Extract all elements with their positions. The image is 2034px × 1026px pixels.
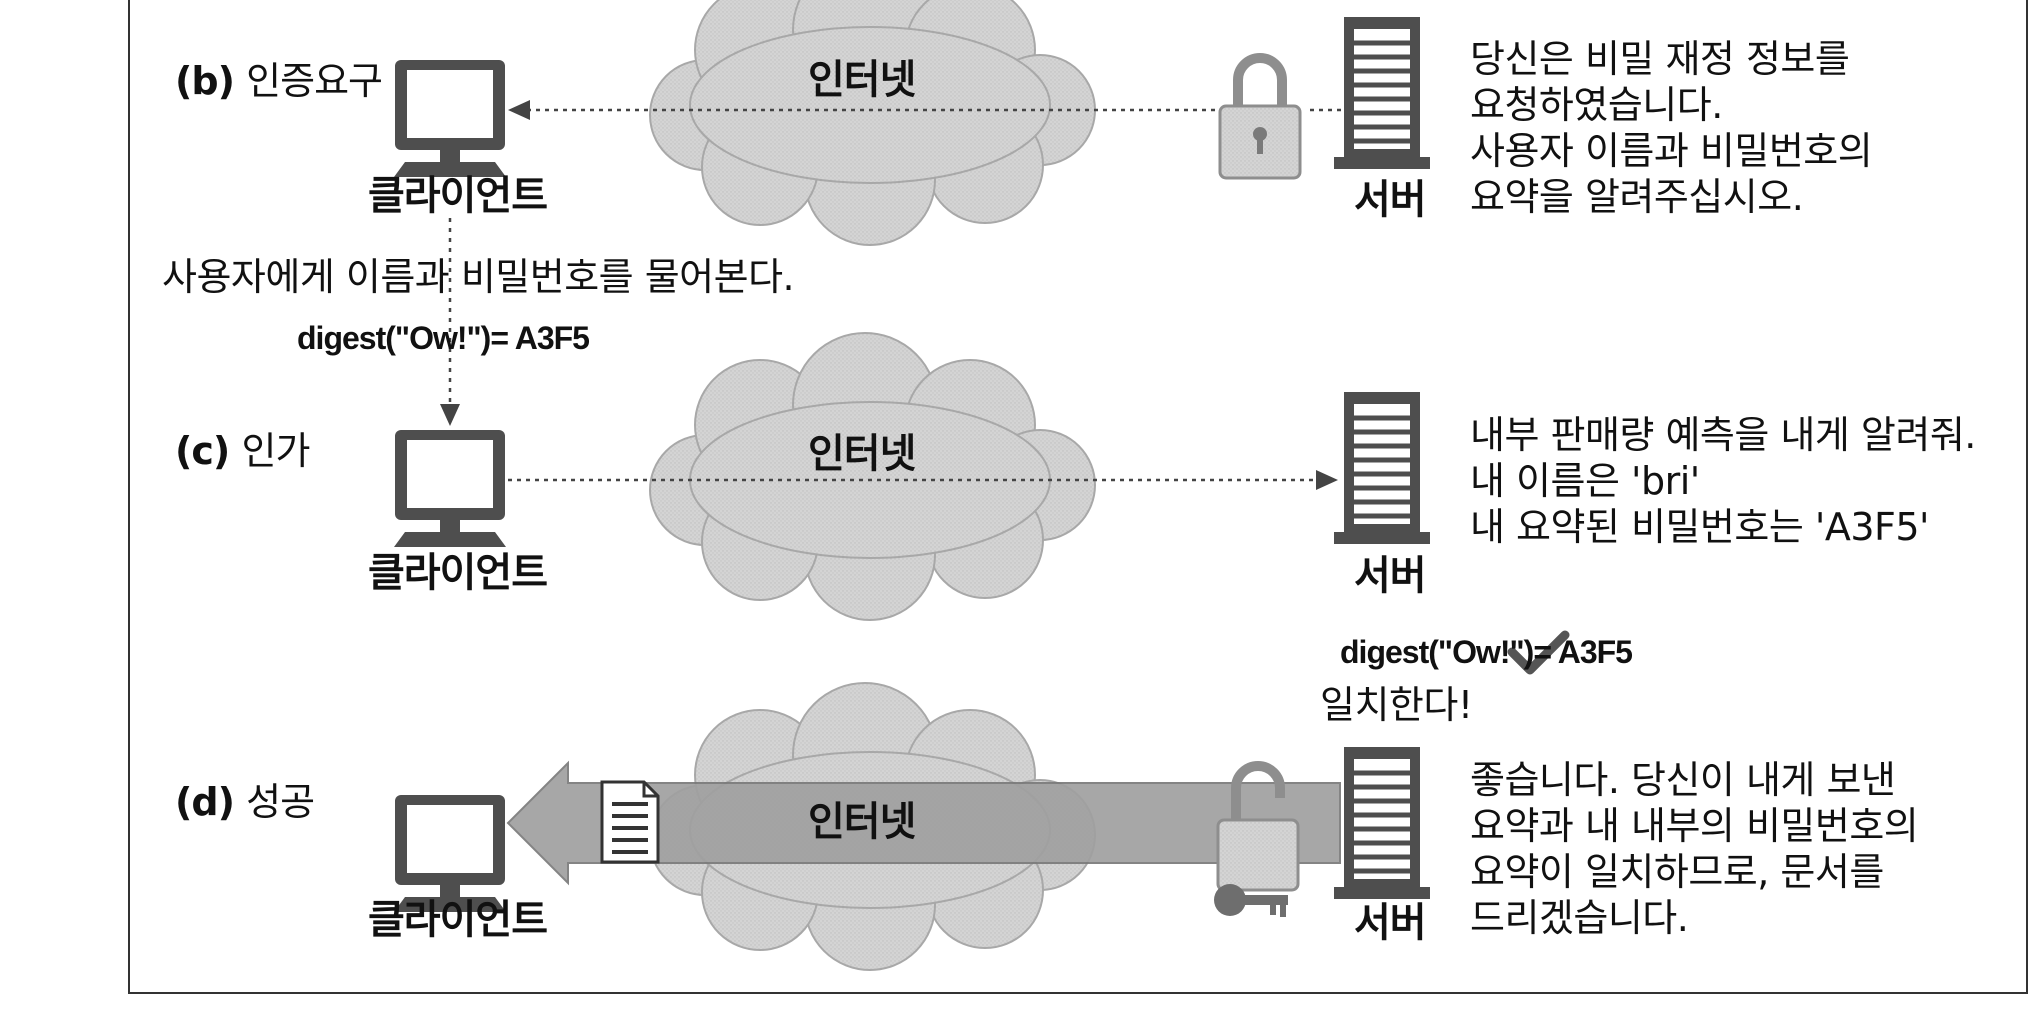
stage-d-label: 성공 <box>246 780 315 824</box>
server-message-b: 당신은 비밀 재정 정보를 요청하였습니다. 사용자 이름과 비밀번호의 요약을… <box>1470 37 1873 219</box>
stage-b-marker: (b) <box>175 59 235 103</box>
client-monitor-d <box>394 795 506 912</box>
arrowhead-c <box>1316 470 1338 490</box>
internet-label-b: 인터넷 <box>808 57 916 103</box>
stage-c: (c) 인가 <box>175 429 311 473</box>
match-note: 일치한다! <box>1320 683 1473 727</box>
client-monitor-b <box>394 60 506 177</box>
internet-label-d: 인터넷 <box>808 799 916 845</box>
client-label-b: 클라이언트 <box>368 173 548 219</box>
server-tower-b <box>1334 17 1430 169</box>
internet-label-c: 인터넷 <box>808 431 916 477</box>
client-monitor-c <box>394 430 506 547</box>
client-label-d: 클라이언트 <box>368 897 548 943</box>
server-digest: digest("Ow!")= A3F5 <box>1340 634 1633 670</box>
client-message-c: 내부 판매량 예측을 내게 알려줘. 내 이름은 'bri' 내 요약된 비밀번… <box>1470 413 1976 549</box>
arrowhead-b <box>508 100 530 120</box>
server-tower-c <box>1334 392 1430 544</box>
ask-user-note: 사용자에게 이름과 비밀번호를 물어본다. <box>162 255 795 299</box>
response-arrow-band <box>506 760 1341 886</box>
server-message-d: 좋습니다. 당신이 내게 보낸 요약과 내 내부의 비밀번호의 요약이 일치하므… <box>1470 758 1919 940</box>
document-icon <box>600 780 660 864</box>
server-label-c: 서버 <box>1354 553 1427 599</box>
stage-d: (d) 성공 <box>175 780 315 824</box>
checkmark-icon <box>1507 630 1570 675</box>
stage-b-label: 인증요구 <box>246 59 383 103</box>
padlock-locked-icon <box>1218 53 1302 180</box>
stage-c-marker: (c) <box>175 429 230 473</box>
client-digest: digest("Ow!")= A3F5 <box>297 320 590 356</box>
internet-cloud-b <box>649 0 1096 246</box>
stage-b: (b) 인증요구 <box>175 59 383 103</box>
padlock-unlocked-icon <box>1216 761 1300 892</box>
server-tower-d <box>1334 747 1430 899</box>
server-label-d: 서버 <box>1354 900 1427 946</box>
key-icon <box>1214 884 1288 917</box>
stage-d-marker: (d) <box>175 780 235 824</box>
client-label-c: 클라이언트 <box>368 550 548 596</box>
stage-c-label: 인가 <box>241 429 311 473</box>
figure-frame <box>128 0 2028 994</box>
arrowhead-down <box>440 404 460 426</box>
server-label-b: 서버 <box>1354 177 1427 223</box>
